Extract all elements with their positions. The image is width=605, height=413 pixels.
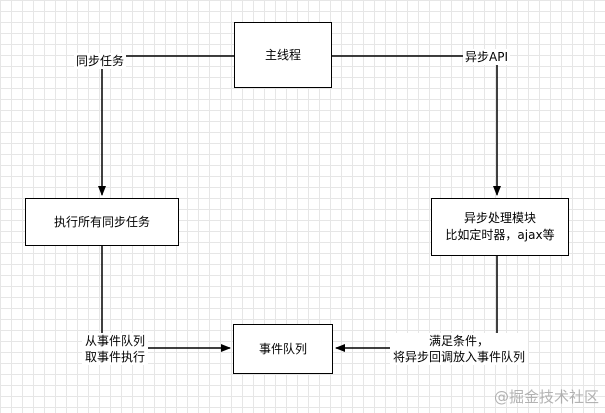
from-queue-edge-label: 从事件队列 取事件执行 xyxy=(82,333,149,365)
sync-exec-label: 执行所有同步任务 xyxy=(53,214,150,229)
async-module-label-line2: 比如定时器，ajax等 xyxy=(445,228,555,242)
from-queue-line1: 从事件队列 xyxy=(85,334,146,348)
from-queue-line2: 取事件执行 xyxy=(85,350,146,364)
async-module-label-line1: 异步处理模块 xyxy=(463,211,536,225)
condition-line2: 将异步回调放入事件队列 xyxy=(393,350,526,364)
main-thread-node: 主线程 xyxy=(234,22,332,88)
sync-tasks-edge-label: 同步任务 xyxy=(74,53,127,69)
condition-edge-label: 满足条件， 将异步回调放入事件队列 xyxy=(390,333,529,365)
sync-exec-node: 执行所有同步任务 xyxy=(25,198,179,246)
async-api-edge-label: 异步API xyxy=(463,49,510,65)
condition-line1: 满足条件， xyxy=(429,334,490,348)
event-queue-node: 事件队列 xyxy=(233,324,333,374)
edge-main-to-sync xyxy=(98,55,234,196)
edge-main-to-async xyxy=(332,55,501,196)
main-thread-label: 主线程 xyxy=(264,47,301,62)
event-queue-label: 事件队列 xyxy=(258,341,307,356)
watermark: @掘金技术社区 xyxy=(493,388,599,406)
async-module-node: 异步处理模块 比如定时器，ajax等 xyxy=(431,198,569,256)
